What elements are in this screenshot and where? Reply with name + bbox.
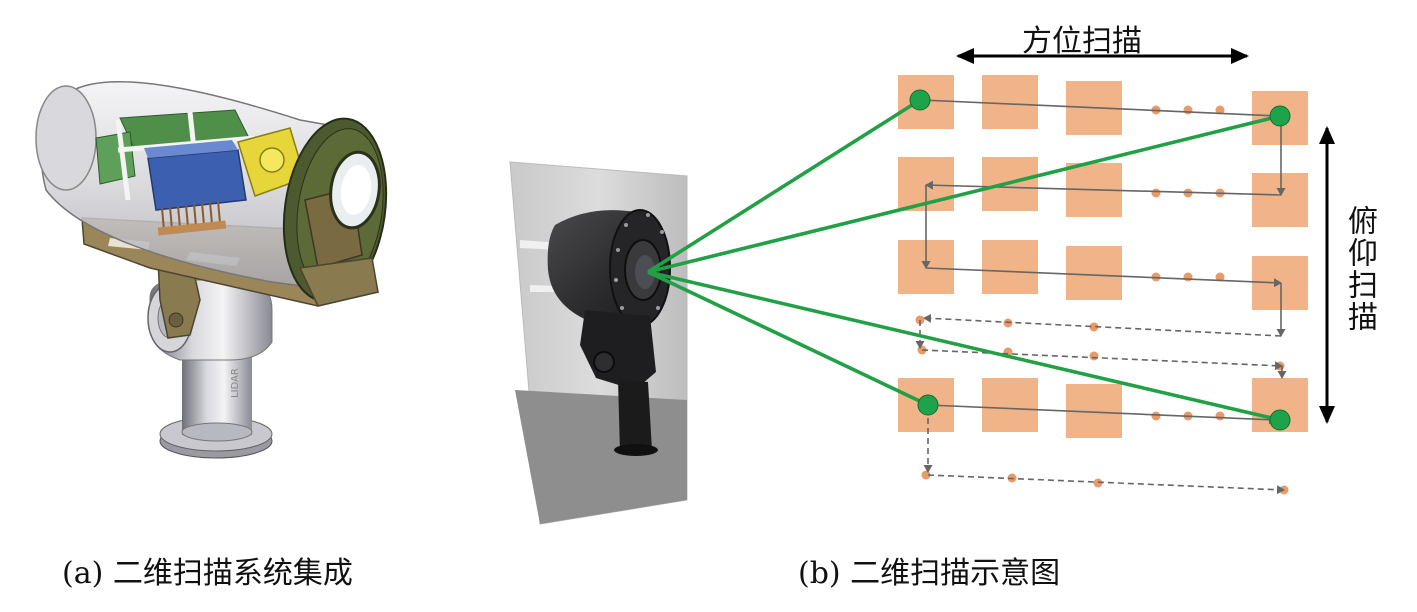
- scan-dot: [1089, 351, 1099, 361]
- scan-cell: [982, 378, 1038, 432]
- housing-rear-cap: [35, 85, 97, 191]
- scan-dot: [1151, 411, 1161, 421]
- laser-module: [147, 149, 247, 211]
- scan-dot: [1183, 272, 1193, 282]
- scan-path-segment: [923, 313, 1282, 337]
- scan-path-segment: [927, 474, 1285, 495]
- laser-beam: [647, 98, 921, 274]
- scan-cell: [982, 240, 1038, 294]
- circuit-board: [95, 131, 136, 185]
- scan-dot: [1093, 478, 1103, 488]
- scan-path-segment: [927, 404, 1277, 425]
- laser-module-top: [144, 140, 238, 158]
- scan-cell: [1252, 173, 1308, 227]
- laser-beam: [647, 270, 929, 407]
- scan-dot: [1215, 411, 1225, 421]
- scanner-photo: [509, 161, 688, 525]
- beam-target-point: [909, 89, 931, 111]
- scan-paths: [915, 99, 1287, 495]
- scan-cell: [1066, 246, 1122, 300]
- scan-dot: [1183, 105, 1193, 115]
- laser-beam: [647, 270, 1281, 422]
- elevation-scan-label: 俯仰扫描: [1342, 205, 1377, 333]
- camera-yoke-pivot: [593, 351, 615, 373]
- scan-path-segment: [921, 349, 1283, 371]
- front-mount-foot: [298, 257, 379, 307]
- heat-sink-base: [157, 220, 227, 236]
- photo-floor: [515, 390, 687, 524]
- scan-path-segment: [925, 267, 1282, 288]
- beam-target-point: [1269, 105, 1291, 127]
- beam-targets: [909, 89, 1291, 431]
- scanner-motor-hub: [259, 147, 285, 173]
- scan-dot: [1215, 105, 1225, 115]
- panel-a-caption: (a) 二维扫描系统集成: [62, 556, 353, 591]
- pedestal-column-rim: [181, 422, 253, 442]
- laser-beam: [647, 114, 1281, 274]
- camera-pedestal-foot: [614, 444, 658, 456]
- panel-a-illustration: LIDAR: [35, 81, 388, 459]
- beam-target-point: [1269, 409, 1291, 431]
- yoke-bolt: [168, 312, 184, 328]
- scan-path-segment: [921, 99, 1279, 121]
- camera-lens: [635, 255, 655, 289]
- scan-grid-cells: [898, 75, 1308, 438]
- beam-target-point: [917, 394, 939, 416]
- front-window-glass: [340, 165, 372, 215]
- pedestal-marking: LIDAR: [230, 368, 241, 398]
- azimuth-scan-label: 方位扫描: [1022, 24, 1142, 59]
- heat-sink: [161, 200, 221, 231]
- camera-pedestal: [618, 380, 652, 452]
- scan-dot: [1089, 322, 1099, 332]
- panel-b-caption: (b) 二维扫描示意图: [798, 556, 1061, 591]
- laser-beams: [647, 98, 1281, 422]
- scan-path-segment: [925, 180, 1282, 196]
- scan-dot: [1215, 272, 1225, 282]
- scan-dot: [1151, 188, 1161, 198]
- scan-cell: [982, 75, 1038, 129]
- photo-wall-stripe: [530, 285, 558, 292]
